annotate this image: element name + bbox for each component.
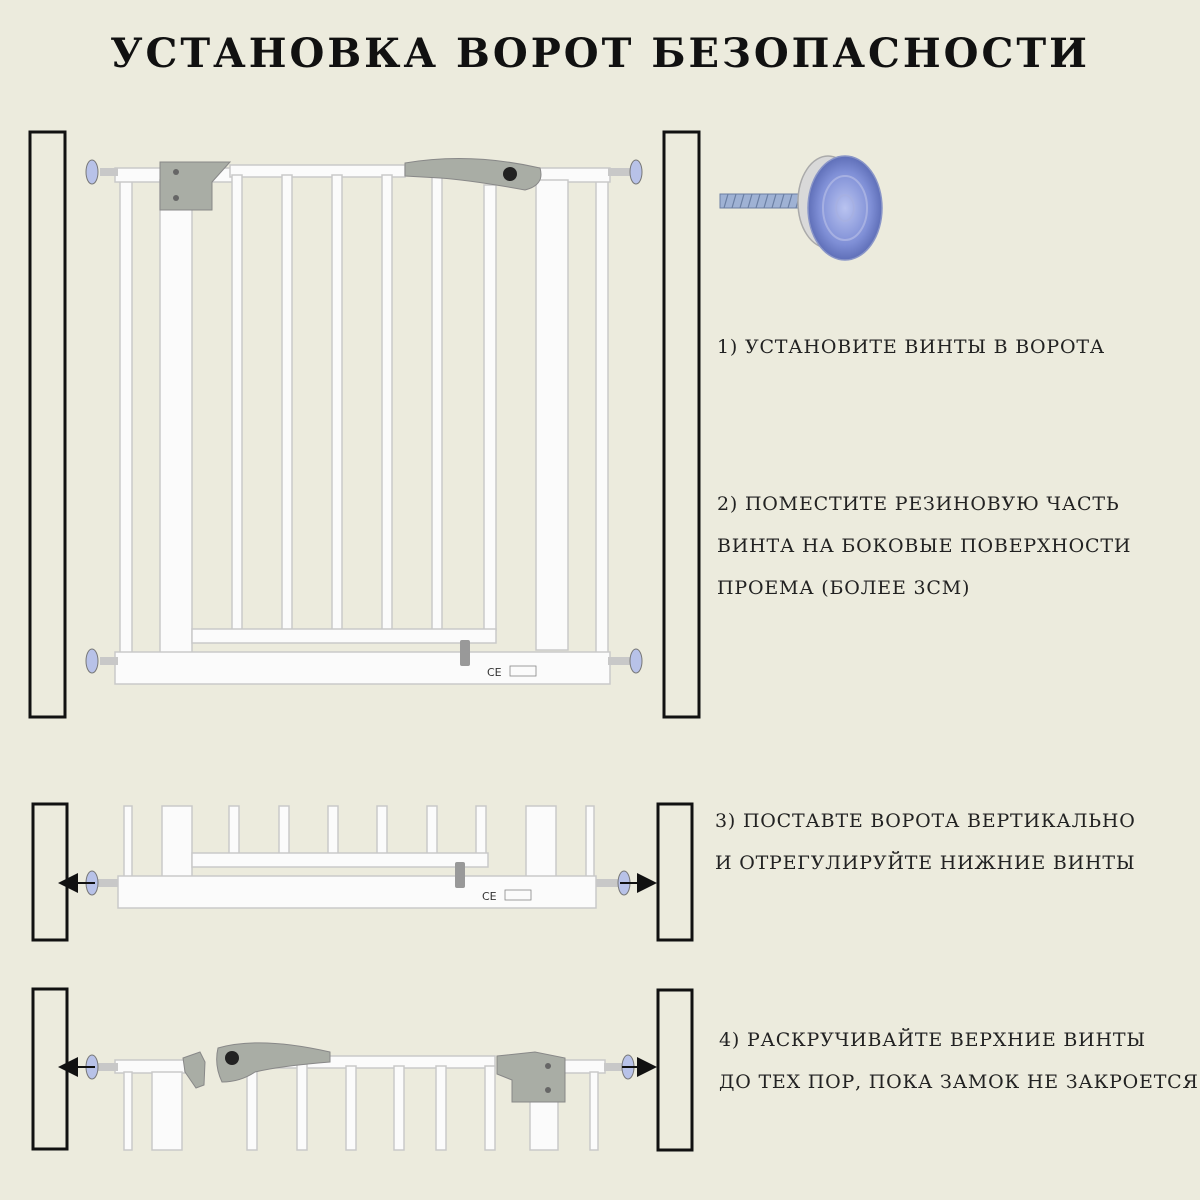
ce-mark-step3: CE: [482, 890, 497, 903]
step-2-line-3: ПРОЕМА (БОЛЕЕ 3СМ): [717, 577, 971, 599]
screw-closeup-icon: [719, 155, 883, 261]
safety-gate-full: [114, 164, 611, 685]
doorway-wall-left-step4: [31, 987, 69, 1151]
step-3-line-1: 3) ПОСТАВТЕ ВОРОТА ВЕРТИКАЛЬНО: [715, 810, 1136, 832]
step-2-line-2: ВИНТА НА БОКОВЫЕ ПОВЕРХНОСТИ: [717, 535, 1132, 557]
step-4-line-1: 4) РАСКРУЧИВАЙТЕ ВЕРХНИЕ ВИНТЫ: [719, 1029, 1146, 1051]
gate-bottom-section: [117, 805, 597, 909]
bottom-latch-pin: [460, 640, 470, 666]
doorway-wall-right-step3: [656, 802, 694, 942]
hinge-bracket: [159, 161, 232, 211]
pressure-screw-bottom-right: [608, 648, 643, 674]
bottom-latch-pin-step3: [455, 862, 465, 888]
pressure-screw-top-right: [608, 159, 643, 185]
doorway-wall-right: [662, 130, 701, 719]
hinge-bracket-step4: [496, 1051, 566, 1103]
doorway-wall-right-step4: [656, 988, 694, 1152]
step-1-line-1: 1) УСТАНОВИТЕ ВИНТЫ В ВОРОТА: [717, 336, 1106, 358]
doorway-wall-left-step3: [31, 802, 69, 942]
step-3-text: 3) ПОСТАВТЕ ВОРОТА ВЕРТИКАЛЬНО И ОТРЕГУЛ…: [715, 800, 1136, 884]
step-1-text: 1) УСТАНОВИТЕ ВИНТЫ В ВОРОТА: [717, 326, 1105, 368]
step-4-text: 4) РАСКРУЧИВАЙТЕ ВЕРХНИЕ ВИНТЫ ДО ТЕХ ПО…: [719, 1019, 1199, 1103]
page-title: УСТАНОВКА ВОРОТ БЕЗОПАСНОСТИ: [110, 30, 1090, 77]
step-3-line-2: И ОТРЕГУЛИРУЙТЕ НИЖНИЕ ВИНТЫ: [715, 852, 1136, 874]
label-sticker-step3: [504, 889, 532, 901]
ce-mark: CE: [487, 666, 502, 679]
latch-catch-step4: [182, 1051, 206, 1089]
doorway-wall-left: [28, 130, 67, 719]
latch-handle-step4: [216, 1042, 331, 1083]
pressure-screw-top-left: [85, 159, 118, 185]
step-2-text: 2) ПОМЕСТИТЕ РЕЗИНОВУЮ ЧАСТЬ ВИНТА НА БО…: [717, 483, 1131, 609]
step-4-line-2: ДО ТЕХ ПОР, ПОКА ЗАМОК НЕ ЗАКРОЕТСЯ: [719, 1071, 1199, 1093]
latch-handle: [404, 158, 542, 191]
pressure-screw-bottom-left: [85, 648, 118, 674]
label-sticker: [509, 665, 537, 677]
step-2-line-1: 2) ПОМЕСТИТЕ РЕЗИНОВУЮ ЧАСТЬ: [717, 493, 1120, 515]
